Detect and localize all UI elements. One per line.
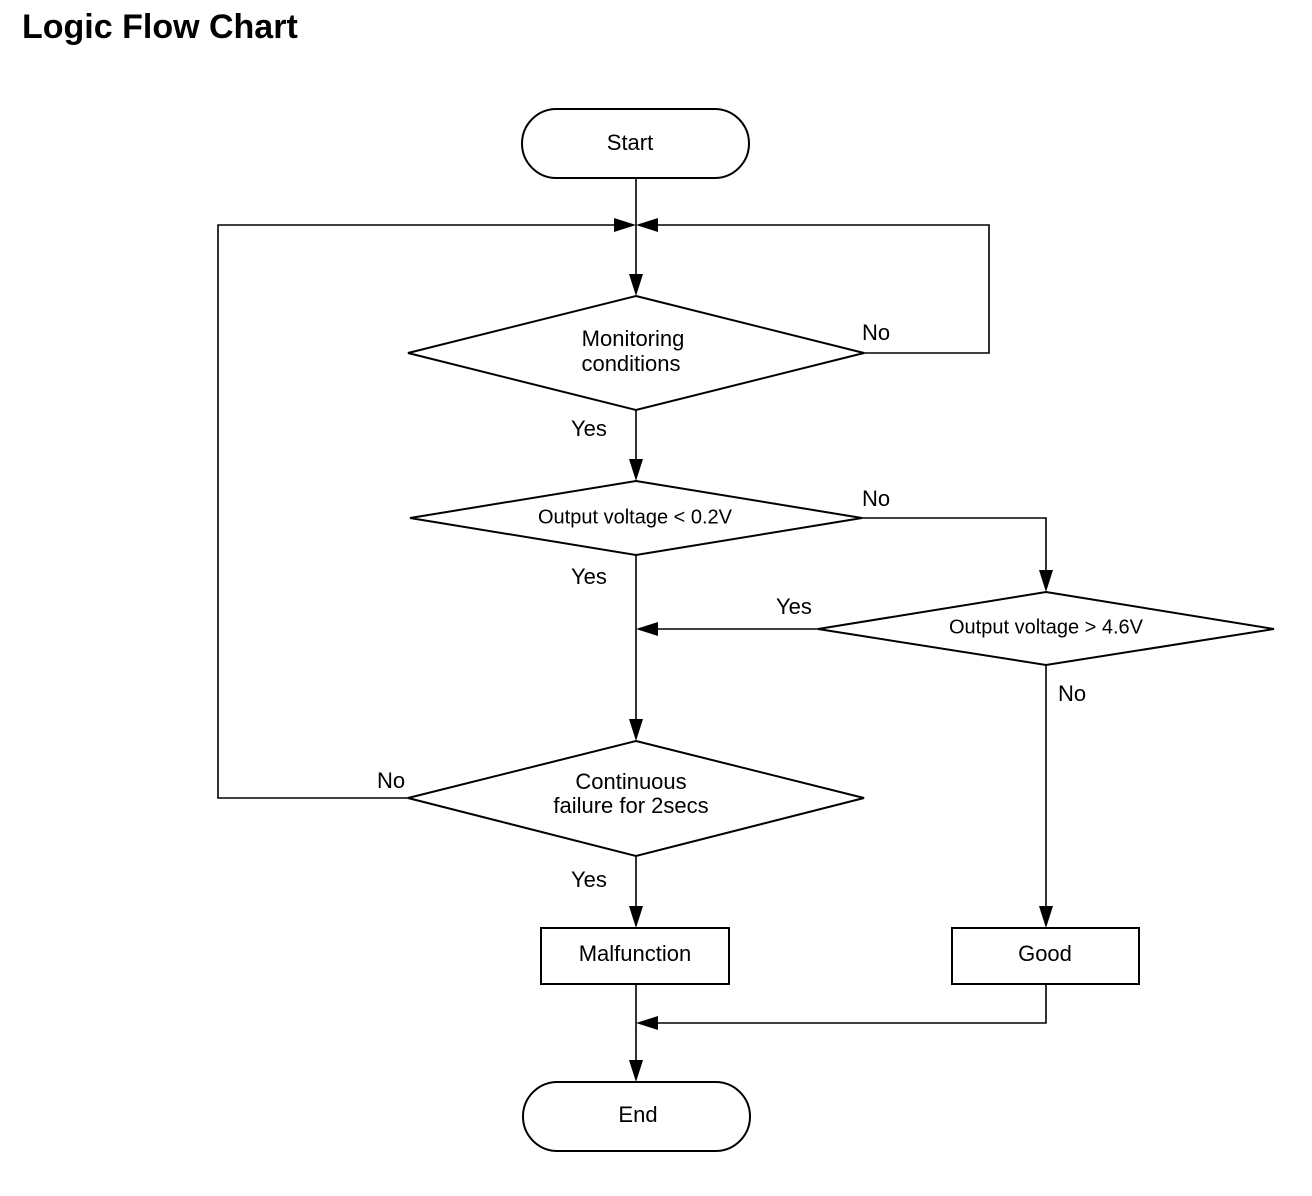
connector-good-join bbox=[654, 984, 1047, 1024]
decision-continuous-failure: Continuous failure for 2secs bbox=[407, 739, 865, 858]
decision-output-voltage-low: Output voltage < 0.2V bbox=[409, 479, 863, 557]
connector-monitoring-no-loop bbox=[654, 224, 990, 354]
arrowhead-to-continuous bbox=[629, 719, 643, 741]
good-label: Good bbox=[1018, 941, 1072, 966]
end-label: End bbox=[618, 1102, 657, 1127]
edge-label-monitoring-no: No bbox=[862, 320, 890, 345]
arrowhead-left-loop bbox=[614, 218, 636, 232]
decision-output-voltage-high: Output voltage > 4.6V bbox=[817, 590, 1275, 667]
malfunction-label: Malfunction bbox=[579, 941, 692, 966]
arrowhead-to-good bbox=[1039, 906, 1053, 928]
high-voltage-label: Output voltage > 4.6V bbox=[949, 616, 1144, 638]
arrowhead-high-yes-join bbox=[636, 622, 658, 636]
monitoring-label-line2: conditions bbox=[581, 351, 680, 376]
arrowhead-to-monitoring bbox=[629, 274, 643, 296]
decision-monitoring-conditions: Monitoring conditions bbox=[407, 294, 865, 412]
arrowhead-good-join bbox=[636, 1016, 658, 1030]
arrowhead-to-end bbox=[629, 1060, 643, 1082]
continuous-label-line1: Continuous bbox=[575, 769, 686, 794]
edge-label-monitoring-yes: Yes bbox=[571, 416, 607, 441]
low-voltage-label: Output voltage < 0.2V bbox=[538, 506, 733, 528]
edge-label-high-yes: Yes bbox=[776, 594, 812, 619]
arrowhead-to-malfunction bbox=[629, 906, 643, 928]
edge-label-low-no: No bbox=[862, 486, 890, 511]
process-good: Good bbox=[951, 927, 1140, 985]
monitoring-label-line1: Monitoring bbox=[582, 326, 685, 351]
continuous-label-line2: failure for 2secs bbox=[553, 793, 708, 818]
edge-label-continuous-yes: Yes bbox=[571, 867, 607, 892]
edge-label-low-yes: Yes bbox=[571, 564, 607, 589]
process-malfunction: Malfunction bbox=[540, 927, 730, 985]
page-title: Logic Flow Chart bbox=[22, 8, 298, 46]
arrowhead-to-low-voltage bbox=[629, 459, 643, 481]
start-label: Start bbox=[607, 130, 653, 155]
connector-continuous-no-loop bbox=[217, 224, 618, 799]
connector-low-no bbox=[862, 517, 1047, 574]
arrowhead-right-loop bbox=[636, 218, 658, 232]
edge-label-continuous-no: No bbox=[377, 768, 405, 793]
start-terminal: Start bbox=[521, 108, 750, 179]
arrowhead-to-high-voltage bbox=[1039, 570, 1053, 592]
end-terminal: End bbox=[522, 1081, 751, 1152]
edge-label-high-no: No bbox=[1058, 681, 1086, 706]
